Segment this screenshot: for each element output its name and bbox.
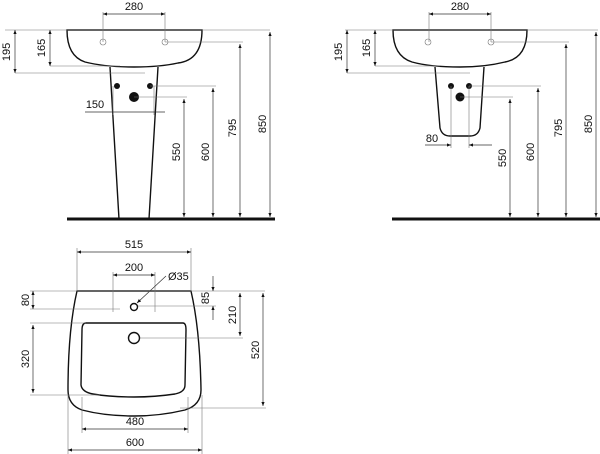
dim-280: 280: [125, 1, 143, 13]
dim-150: 150: [86, 99, 104, 111]
tap-hole: [129, 302, 139, 312]
dim-200: 200: [125, 262, 143, 274]
dim-280: 280: [451, 1, 469, 13]
dim-795: 795: [227, 119, 239, 137]
pedestal-side-view: 280 195 165 150 550 600 795 850: [1, 1, 275, 221]
dim-550: 550: [497, 149, 509, 167]
dim-195: 195: [1, 43, 13, 61]
dim-320: 320: [20, 350, 32, 368]
basin-outline: [66, 29, 203, 68]
pedestal-outline: [109, 66, 159, 220]
dim-850: 850: [583, 115, 595, 133]
dim-85: 85: [200, 292, 212, 304]
drain-hole: [127, 331, 141, 345]
basin-plan-outline: [67, 290, 202, 417]
dim-515: 515: [125, 239, 143, 251]
semi-pedestal-side-view: 280 195 165 80 550 600 795 850: [333, 1, 600, 221]
dim-600: 600: [126, 437, 144, 449]
dim-195: 195: [333, 43, 345, 61]
dim-80: 80: [426, 133, 438, 145]
dim-210: 210: [227, 306, 239, 324]
basin-outline: [392, 29, 528, 68]
dim-600: 600: [525, 143, 537, 161]
dim-diameter-35: Ø35: [168, 271, 189, 283]
dim-850: 850: [257, 115, 269, 133]
shroud-outline: [434, 66, 485, 137]
plan-view: 515 200 Ø35 80 320 85 210 520 480 600: [20, 239, 266, 454]
dim-165: 165: [361, 39, 373, 57]
dim-600: 600: [200, 143, 212, 161]
dim-550: 550: [171, 143, 183, 161]
dim-480: 480: [126, 416, 144, 428]
dim-80: 80: [20, 294, 32, 306]
dim-165: 165: [36, 39, 48, 57]
dim-520: 520: [250, 341, 262, 359]
bowl-outline: [80, 322, 187, 398]
dim-795: 795: [553, 119, 565, 137]
